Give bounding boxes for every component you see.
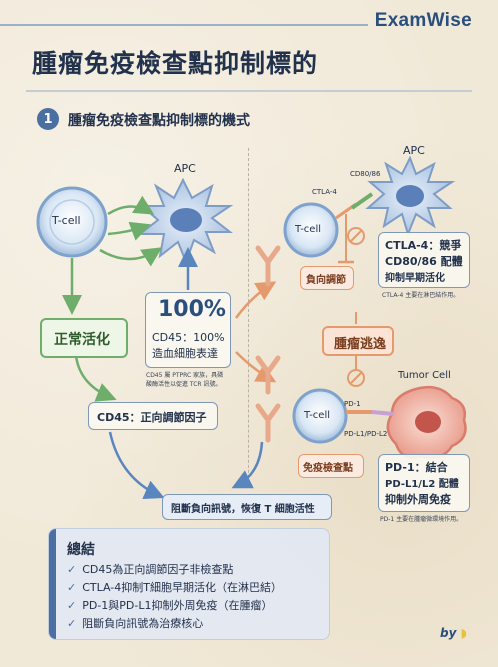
- right-tcell-bottom-icon: [292, 388, 348, 444]
- tumor-cell-icon: [386, 385, 467, 459]
- right-apc-label: APC: [403, 144, 425, 157]
- cd80-86-label: CD80/86: [350, 170, 381, 178]
- negative-regulation-label: 負向調節: [306, 275, 346, 286]
- block-signal-box: 阻斷負向訊號，恢復 T 細胞活性: [162, 494, 332, 520]
- check-icon: ✓: [67, 617, 77, 630]
- ctla4-info-box: CTLA-4：競爭 CD80/86 配體 抑制早期活化: [378, 232, 470, 288]
- pd1-info-box: PD-1：結合 PD-L1/L2 配體 抑制外周免疫: [378, 454, 470, 512]
- block-icon-top: [347, 227, 365, 245]
- pd1-label: PD-1: [344, 400, 361, 408]
- left-apc-label: APC: [174, 162, 196, 175]
- page-title: 腫瘤免疫檢查點抑制標的: [32, 49, 319, 78]
- ctla4-note: CTLA-4 主要在淋巴結作用。: [382, 292, 460, 299]
- cd45-factor-label: CD45：正向調節因子: [97, 411, 207, 424]
- normal-activation-label: 正常活化: [54, 332, 110, 348]
- left-tcell-icon: [36, 186, 108, 258]
- negative-regulation-box: 負向調節: [300, 266, 354, 290]
- check-icon: ✓: [67, 581, 77, 594]
- antibody-icon-top: [255, 245, 281, 287]
- cd45-note-line1: CD45 屬 PTPRC 家族，具磷: [146, 372, 224, 379]
- cd45-note-line2: 酸酶活性以促進 TCR 訊號。: [146, 381, 222, 388]
- summary-title: 總結: [67, 542, 95, 558]
- ctla4-info-line1: CTLA-4：競爭: [385, 239, 462, 252]
- immune-checkpoint-box: 免疫檢查點: [298, 454, 364, 478]
- summary-item: ✓CTLA-4抑制T細胞早期活化（在淋巴結）: [67, 581, 282, 594]
- pd1-info-line3: 抑制外周免疫: [385, 493, 451, 506]
- summary-item: ✓PD-1與PD-L1抑制外周免疫（在腫瘤）: [67, 599, 273, 612]
- tumor-escape-box: 腫瘤逃逸: [322, 326, 394, 356]
- summary-accent-bar: [49, 529, 56, 639]
- check-icon: ✓: [67, 563, 77, 576]
- cd45-percent: 100%: [158, 297, 226, 322]
- ctla4-label: CTLA-4: [312, 188, 337, 196]
- brand-logo: ExamWise: [374, 10, 472, 31]
- tumor-escape-label: 腫瘤逃逸: [334, 337, 387, 352]
- pd1-info-line2: PD-L1/L2 配體: [385, 479, 459, 490]
- normal-activation-box: 正常活化: [40, 318, 128, 358]
- cd80-ligand: [350, 192, 374, 210]
- title-divider: [26, 90, 472, 92]
- cd45-factor-box: CD45：正向調節因子: [88, 402, 218, 430]
- pdl1-ligand: [371, 410, 395, 416]
- right-tcell-bottom-label: T-cell: [304, 410, 331, 421]
- tumor-cell-label: Tumor Cell: [398, 370, 451, 381]
- section-number-badge: 1: [37, 108, 59, 130]
- right-tcell-top-icon: [283, 202, 339, 258]
- tcr-arrow-bottom: [99, 247, 163, 267]
- ctla4-info-line2: CD80/86 配體: [385, 255, 463, 268]
- signature: by ◗: [440, 626, 467, 640]
- check-icon: ✓: [67, 599, 77, 612]
- cd45-expression-line1: CD45：100%: [152, 331, 225, 344]
- tcr-arrow-mid: [107, 221, 151, 241]
- left-tcell-label: T-cell: [52, 214, 81, 227]
- ctla-orange-arrow: [234, 281, 277, 319]
- cd45-percent-card: 100% CD45：100% 造血細胞表達: [145, 292, 231, 368]
- cd45-expression-line2: 造血細胞表達: [152, 347, 218, 360]
- block-arrow-right: [231, 441, 264, 489]
- pd1-note: PD-1 主要在腫瘤微環境作用。: [380, 516, 463, 523]
- tcr-arrow-top: [107, 195, 155, 216]
- panel-divider: [248, 148, 249, 488]
- antibody-icon-bottom: [255, 403, 281, 443]
- right-apc-icon: [365, 155, 456, 238]
- factor-arrow: [74, 355, 117, 402]
- summary-box: 總結 ✓CD45為正向調節因子非檢查點 ✓CTLA-4抑制T細胞早期活化（在淋巴…: [48, 528, 330, 640]
- block-signal-label: 阻斷負向訊號，恢復 T 細胞活性: [171, 504, 315, 515]
- pdl-label: PD-L1/PD-L2: [344, 430, 388, 438]
- summary-item: ✓CD45為正向調節因子非檢查點: [67, 563, 234, 576]
- right-tcell-top-label: T-cell: [295, 224, 322, 235]
- pd1-info-line1: PD-1：結合: [385, 461, 448, 474]
- section-title: 腫瘤免疫檢查點抑制標的機式: [68, 113, 250, 129]
- block-arrow-left: [108, 431, 165, 499]
- immune-checkpoint-label: 免疫檢查點: [303, 463, 353, 474]
- antibody-icon-mid: [255, 355, 281, 395]
- left-apc-icon: [137, 177, 234, 265]
- ctla4-info-line3: 抑制早期活化: [385, 273, 445, 284]
- summary-item: ✓阻斷負向訊號為治療核心: [67, 617, 204, 630]
- header-rule: [0, 24, 368, 26]
- block-icon-bottom: [347, 369, 365, 387]
- banana-icon: ◗: [460, 626, 467, 640]
